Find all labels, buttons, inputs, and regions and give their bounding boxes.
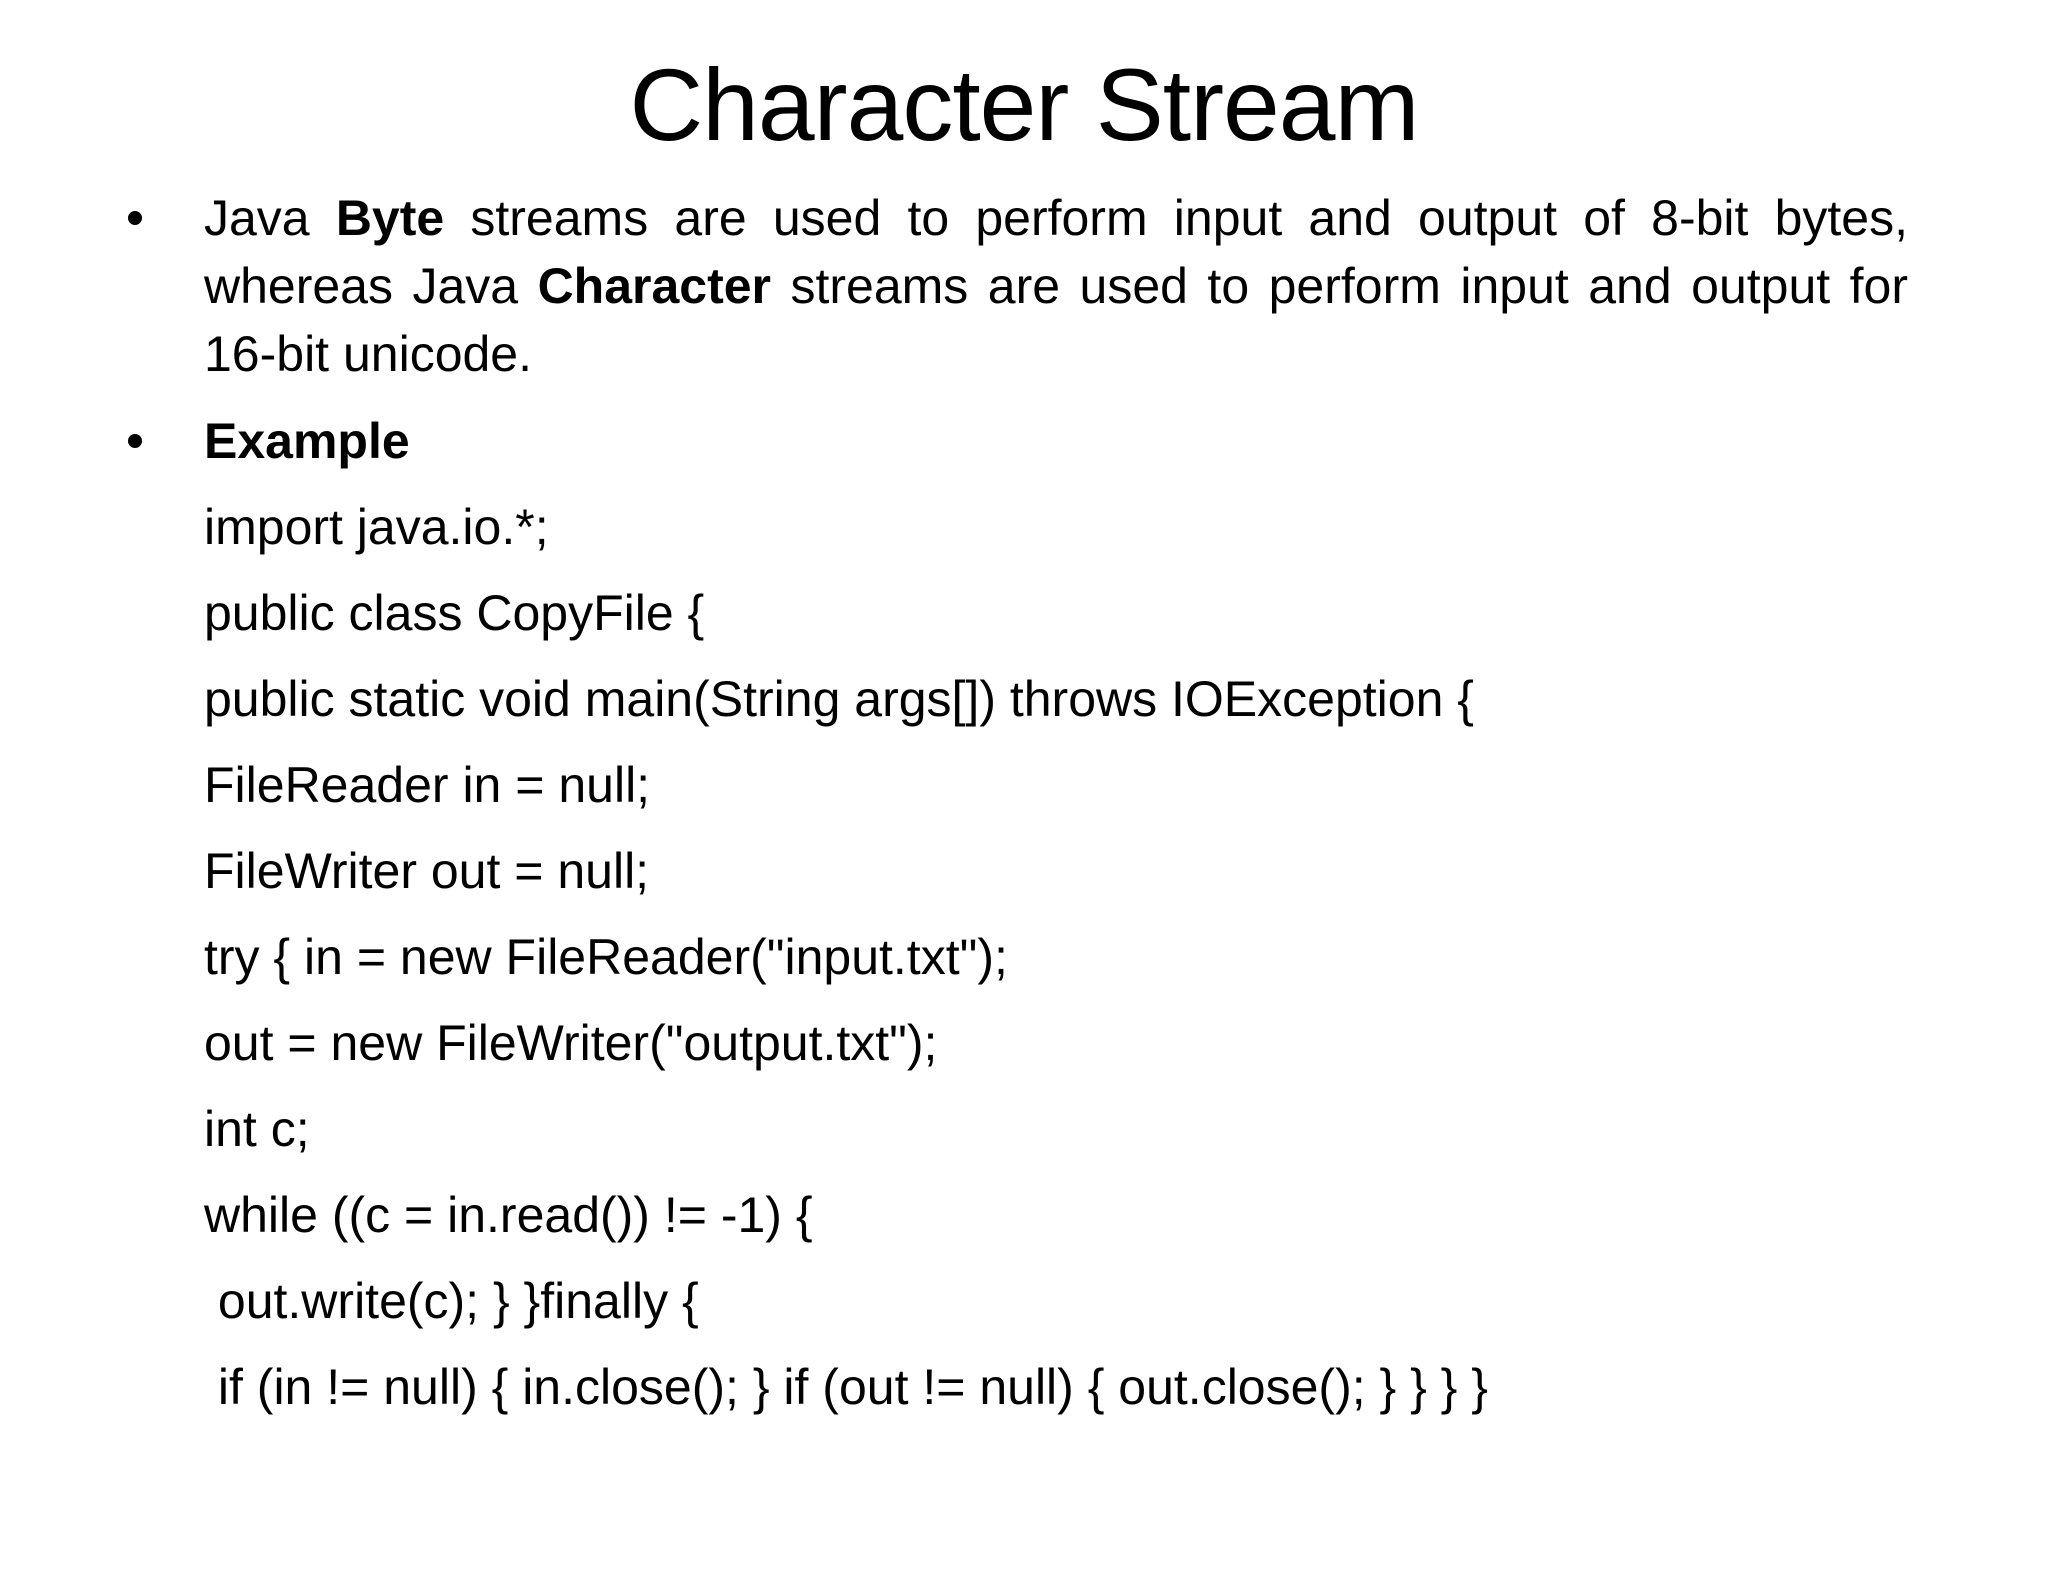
code-line-filewriter: FileWriter out = null;	[204, 843, 650, 899]
bullet-icon	[128, 211, 142, 225]
text-segment: streams are used to perform input and ou…	[444, 190, 1908, 246]
code-line-write-finally: out.write(c); } }finally {	[204, 1273, 699, 1329]
code-line-filereader: FileReader in = null;	[204, 757, 651, 813]
code-line-close: if (in != null) { in.close(); } if (out …	[204, 1359, 1488, 1415]
code-line-main: public static void main(String args[]) t…	[204, 671, 1474, 727]
code-line-import: import java.io.*;	[204, 499, 549, 555]
text-segment: 16-bit unicode.	[204, 326, 533, 382]
bullet-text-line-3: 16-bit unicode.	[204, 320, 1908, 388]
slide-body: Java Byte streams are used to perform in…	[128, 184, 1908, 1430]
code-line-out-new: out = new FileWriter("output.txt");	[204, 1015, 938, 1071]
text-segment-bold: Byte	[335, 190, 445, 246]
text-segment: Java	[204, 190, 336, 246]
example-label: Example	[204, 413, 410, 469]
code-line-try: try { in = new FileReader("input.txt");	[204, 929, 1008, 985]
code-line-class: public class CopyFile {	[204, 585, 705, 641]
code-line-int-c: int c;	[204, 1101, 310, 1157]
bullet-item-intro: Java Byte streams are used to perform in…	[128, 184, 1908, 388]
text-segment: streams are used to perform input and ou…	[771, 258, 1908, 314]
text-segment: whereas Java	[204, 258, 538, 314]
bullet-text-line-1: Java Byte streams are used to perform in…	[204, 184, 1908, 252]
text-segment-bold: Character	[537, 258, 772, 314]
bullet-icon	[128, 434, 142, 448]
slide-title: Character Stream	[629, 48, 1420, 162]
bullet-item-example: Example	[128, 398, 1908, 484]
bullet-text-line-2: whereas Java Character streams are used …	[204, 252, 1908, 320]
code-line-while: while ((c = in.read()) != -1) {	[204, 1187, 813, 1243]
slide: Character Stream Java Byte streams are u…	[0, 45, 2048, 1581]
